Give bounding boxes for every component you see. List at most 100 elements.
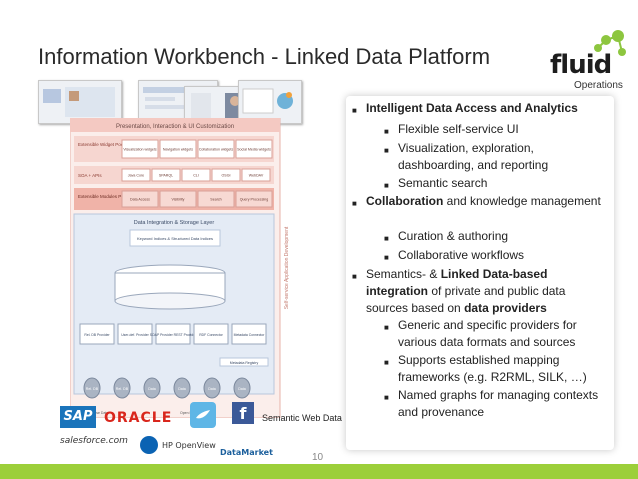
diagram-source-label: Rel. DB [116, 387, 129, 391]
diagram-registry: Metadata Registry [230, 361, 259, 365]
bullet-item: ■ Visualization, exploration, dashboardin… [384, 140, 612, 174]
diagram-provider-label: RDF Connector [199, 333, 223, 337]
bullet-text: Intelligent Data Access and Analytics [366, 101, 578, 115]
diagram-row2-label: SOA + APIs [78, 173, 102, 178]
diagram-provider-box [155, 323, 191, 345]
diagram-source-label: Data [148, 387, 156, 391]
diagram-box-label: Search [210, 198, 221, 202]
diagram-box [121, 168, 151, 182]
diagram-box [121, 190, 159, 208]
bullet-item: ■ Semantics- & Linked Data-based integrat… [352, 266, 606, 317]
diagram-box-label: WebDAV [249, 174, 264, 178]
bullet-item: ■Named graphs for managing contexts and … [384, 387, 612, 421]
diagram-box [235, 190, 273, 208]
diagram-source-label: Data [178, 387, 186, 391]
diagram-source-label: Data [208, 387, 216, 391]
semantic-web-caption: Semantic Web Data [262, 413, 342, 423]
diagram-box-label: Query Processing [240, 198, 269, 202]
bullet-text: of private and public data sources based… [366, 284, 566, 315]
bullet-item: ■ Generic and specific providers for vari… [384, 317, 612, 351]
bullet-item: ■ Collaboration and knowledge management [352, 193, 606, 210]
diagram-row3-label: Extensible Modules Pool [78, 194, 127, 199]
twitter-icon [190, 402, 216, 428]
bullet-square-icon: ■ [384, 323, 389, 332]
hp-openview-logo: HP OpenView [162, 441, 216, 450]
bullet-text: Visualization, exploration, dashboarding… [398, 141, 549, 172]
diagram-source-icon [203, 377, 221, 399]
bullet-square-icon: ■ [384, 234, 389, 243]
diagram-box [241, 168, 271, 182]
diagram-box [159, 139, 197, 159]
slide-title: Information Workbench - Linked Data Plat… [38, 44, 491, 69]
bullet-text: data providers [464, 301, 547, 315]
logo-subtitle: Operations [574, 80, 623, 91]
diagram-box [181, 168, 211, 182]
diagram-box [197, 139, 235, 159]
datamarket-logo: DataMarket [220, 448, 273, 457]
bullet-square-icon: ■ [384, 358, 389, 367]
salesforce-logo: salesforce.com [60, 436, 128, 446]
diagram-source-icon [173, 377, 191, 399]
diagram-row1-label: Extensible Widget Pool [78, 142, 124, 147]
bullet-text: and knowledge management [443, 194, 601, 208]
bullet-square-icon: ■ [352, 199, 357, 208]
bullet-square-icon: ■ [384, 146, 389, 155]
hp-logo-icon [140, 436, 158, 454]
diagram-provider-box [193, 323, 229, 345]
diagram-box [151, 168, 181, 182]
diagram-provider-label: User-def. Provider [121, 333, 149, 337]
bullet-text: Semantic search [398, 176, 488, 190]
diagram-box-label: Social Media widgets [237, 148, 271, 152]
bullet-text: Generic and specific providers for vario… [398, 318, 577, 349]
diagram-source-label-enterprise: Enterprise Data [84, 411, 108, 415]
diagram-box-label: Java Core [128, 174, 144, 178]
logo-dots-icon [594, 30, 626, 56]
page-number: 10 [312, 452, 324, 463]
diagram-provider-box [117, 323, 153, 345]
bullet-text: Linked Data-based integration [366, 267, 548, 298]
diagram-box-label: Navigation widgets [163, 148, 193, 152]
diagram-box [197, 190, 235, 208]
bullet-text: Collaborative workflows [398, 248, 525, 262]
bullet-item: ■ Supports established mapping frameworks… [384, 352, 612, 386]
diagram-box-label: CLI [193, 174, 199, 178]
diagram-provider-box [231, 323, 267, 345]
architecture-diagram: Presentation, Interaction & UI Customiza… [69, 117, 296, 419]
diagram-box [211, 168, 241, 182]
diagram-layer-title: Data Integration & Storage Layer [134, 220, 215, 226]
bullet-text: Flexible self-service UI [398, 122, 519, 136]
bullet-text: Supports established mapping frameworks … [398, 353, 587, 384]
diagram-box-label: SPARQL [159, 174, 173, 178]
fluid-operations-logo: fluid Operations [548, 28, 632, 98]
diagram-source-label-open: Open Data [180, 411, 197, 415]
diagram-provider-label: Rel. DB Provider [84, 333, 110, 337]
partner-logos: SAP ORACLE f salesforce.com HP OpenView … [60, 400, 350, 462]
diagram-box-label: Collaboration widgets [199, 148, 234, 152]
diagram-box-label: OSGI [222, 174, 231, 178]
diagram-box-label: Visibility [172, 198, 185, 202]
bullet-item: ■ Collaborative workflows [384, 247, 612, 264]
bullet-square-icon: ■ [384, 253, 389, 262]
bullet-square-icon: ■ [352, 272, 357, 281]
bullet-text: Curation & authoring [398, 229, 509, 243]
footer-bar [0, 464, 638, 479]
thumbnail-4 [238, 80, 302, 124]
facebook-icon: f [232, 402, 254, 424]
diagram-source-label: Rel. DB [86, 387, 99, 391]
sap-logo: SAP [60, 406, 96, 428]
bullet-item: ■ Flexible self-service UI [384, 121, 612, 138]
bullet-item: ■ Semantic search [384, 175, 612, 192]
bullet-panel: ■ Intelligent Data Access and Analytics ■ F… [346, 96, 614, 450]
diagram-provider-label: SOAP Provider REST Provider [150, 333, 197, 337]
diagram-box [235, 139, 273, 159]
bullet-text: Semantics- & [366, 267, 441, 281]
bullet-square-icon: ■ [384, 181, 389, 190]
diagram-header: Presentation, Interaction & UI Customiza… [116, 124, 234, 130]
diagram-index: Keyword Indices & Structured Data Indice… [137, 236, 213, 241]
bullet-text: Named graphs for managing contexts and p… [398, 388, 599, 419]
diagram-source-icon [83, 377, 101, 399]
bullet-square-icon: ■ [384, 127, 389, 136]
bullet-text: Collaboration [366, 194, 444, 208]
logo-wordmark: fluid [550, 50, 612, 80]
oracle-logo: ORACLE [104, 410, 173, 426]
